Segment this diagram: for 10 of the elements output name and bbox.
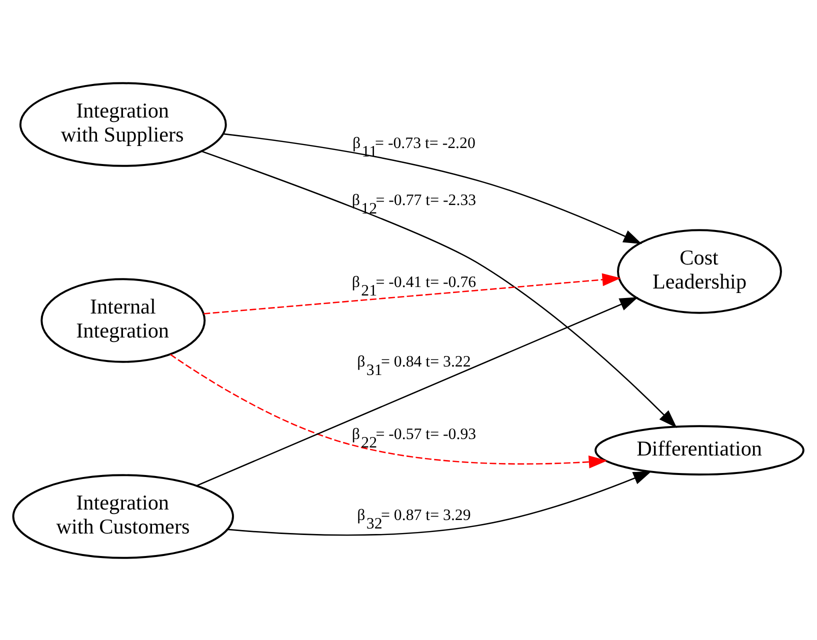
arrow: [228, 470, 652, 536]
node-ellipse: Integration with Suppliers: [19, 82, 227, 166]
arrow: [224, 132, 642, 244]
arrow: [204, 272, 621, 314]
node-ellipse: Integration with Customers: [12, 474, 234, 558]
arrow: [170, 353, 608, 468]
node-ellipse: Differentiation: [594, 424, 804, 475]
arrow: [201, 150, 677, 428]
arrow: [196, 296, 638, 486]
node-ellipse: Internal Integration: [40, 278, 206, 362]
